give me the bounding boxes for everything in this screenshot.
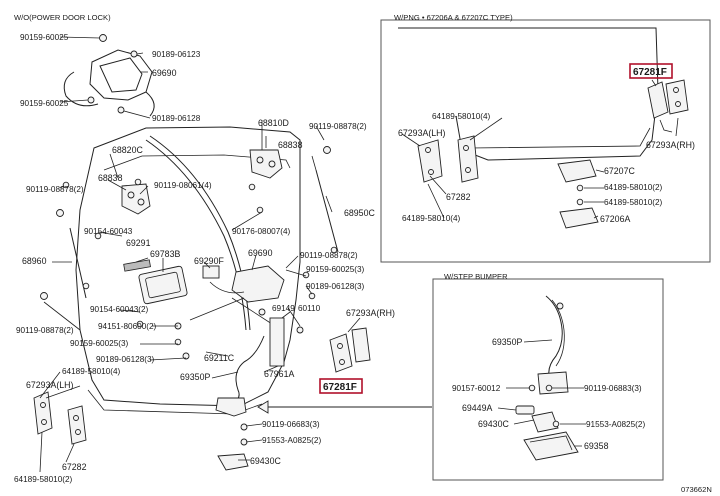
label-90157-60012: 90157-60012 [452,384,501,393]
label-69350p-main: 69350P [180,372,210,382]
label-90119-08878-b: 90119-08878(2) [26,185,84,194]
label-69149: 69149 [272,304,295,313]
license-lamp [138,265,188,305]
label-90159-60025-b: 90159-60025 [20,99,69,108]
label-67293a-rh-inset: 67293A(RH) [646,140,695,150]
diagram-code: 073662N [681,485,712,494]
latch-assembly [215,397,249,471]
highlight-inset-67281f [629,63,673,79]
wiping-type-box [380,19,711,263]
inset-striker-rh [647,79,689,133]
label-90176-08007: 90176-08007(4) [232,227,291,236]
inset-leader-lines [401,79,679,219]
label-69350p-inset: 69350P [492,337,522,347]
caption-step-bumper: W/STEP BUMPER [444,272,508,281]
back-door-panel [75,126,301,415]
label-90119-08878-d: 90119-08878(2) [16,326,74,335]
upper-hinge-lh [121,183,151,215]
striker-rh [329,327,371,373]
label-64189-58010-c: 64189-58010(4) [432,112,491,121]
label-90119-06683: 90119-06683(3) [262,420,320,429]
label-90119-08061: 90119-08061(4) [154,181,212,190]
label-90119-06883: 90119-06883(3) [584,384,642,393]
label-68810d: 68810D [258,118,289,128]
label-69690-b: 69690 [248,248,273,258]
label-90154-60043-b: 90154-60043(2) [90,305,149,314]
highlight-main-67281f [319,378,363,394]
label-90154-60043-a: 90154-60043 [84,227,133,236]
label-90189-06128-b: 90189-06128(3) [306,282,365,291]
label-90159-60025-a: 90159-60025 [20,33,69,42]
upper-hinge-rh [249,149,283,179]
direction-arrow [257,400,432,414]
label-94151-80600: 94151-80600(2) [98,322,157,331]
label-90189-06128-a: 90189-06128 [152,114,201,123]
inset-striker-lh [417,135,479,183]
lock-mechanism-center [174,265,304,367]
label-67207c: 67207C [604,166,635,176]
label-69430c-main: 69430C [250,456,281,466]
label-64189-58010-d: 64189-58010(2) [604,183,663,192]
label-69430c-inset: 69430C [478,419,509,429]
label-64189-58010-b: 64189-58010(2) [14,475,73,484]
label-69690-a: 69690 [152,68,177,78]
caption-wiping-type: W/PNG • 67206A & 67207C TYPE) [394,13,513,22]
lock-assembly-drawing [59,34,155,119]
label-60110: 60110 [298,304,321,313]
label-90119-08878-c: 90119-08878(2) [300,251,358,260]
step-bumper-box [432,278,664,481]
gas-stay-right [311,146,339,253]
label-67293a-lh-inset: 67293A(LH) [398,128,446,138]
label-90159-60025-d: 90159-60025(3) [70,339,129,348]
label-67961a: 67961A [264,369,294,379]
label-67281f-main: 67281F [323,382,357,393]
label-91553-a0825-b: 91553-A0825(2) [586,420,645,429]
label-69211c: 69211C [204,353,235,363]
label-90119-08878-a: 90119-08878(2) [309,122,367,131]
label-91553-a0825-a: 91553-A0825(2) [262,436,321,445]
leader-lines [39,120,361,473]
label-68960: 68960 [22,256,47,266]
label-64189-58010-a: 64189-58010(4) [62,367,121,376]
label-69290f: 69290F [194,256,224,266]
inset-parts-67207c-67206a [557,159,599,229]
label-68950c: 68950C [344,208,375,218]
label-67282-inset: 67282 [446,192,471,202]
caption-no-power-door-lock: W/O(POWER DOOR LOCK) [14,13,111,22]
label-90189-06128-c: 90189-06128(3) [96,355,155,364]
label-68820c: 68820C [112,145,143,155]
label-90189-06123: 90189-06123 [152,50,201,59]
door-frame-arc-inner [145,139,247,331]
lock-cable [231,335,265,405]
label-69291: 69291 [126,238,151,248]
label-90159-60025-c: 90159-60025(3) [306,265,365,274]
label-67206a: 67206A [600,214,630,224]
label-69358: 69358 [584,441,609,451]
step-bumper-parts [515,371,579,461]
label-67293a-rh-main: 67293A(RH) [346,308,395,318]
step-bumper-leader-lines [497,339,586,447]
label-68838-b: 68838 [98,173,123,183]
label-67281f-inset: 67281F [633,67,667,78]
label-69783b: 69783B [150,249,180,259]
label-64189-58010-f: 64189-58010(4) [402,214,461,223]
label-67282-main: 67282 [62,462,87,472]
label-67293a-lh-main: 67293A(LH) [26,380,74,390]
label-64189-58010-e: 64189-58010(2) [604,198,663,207]
label-68838-a: 68838 [278,140,303,150]
part-69290f [202,265,220,279]
label-69449a: 69449A [462,403,492,413]
